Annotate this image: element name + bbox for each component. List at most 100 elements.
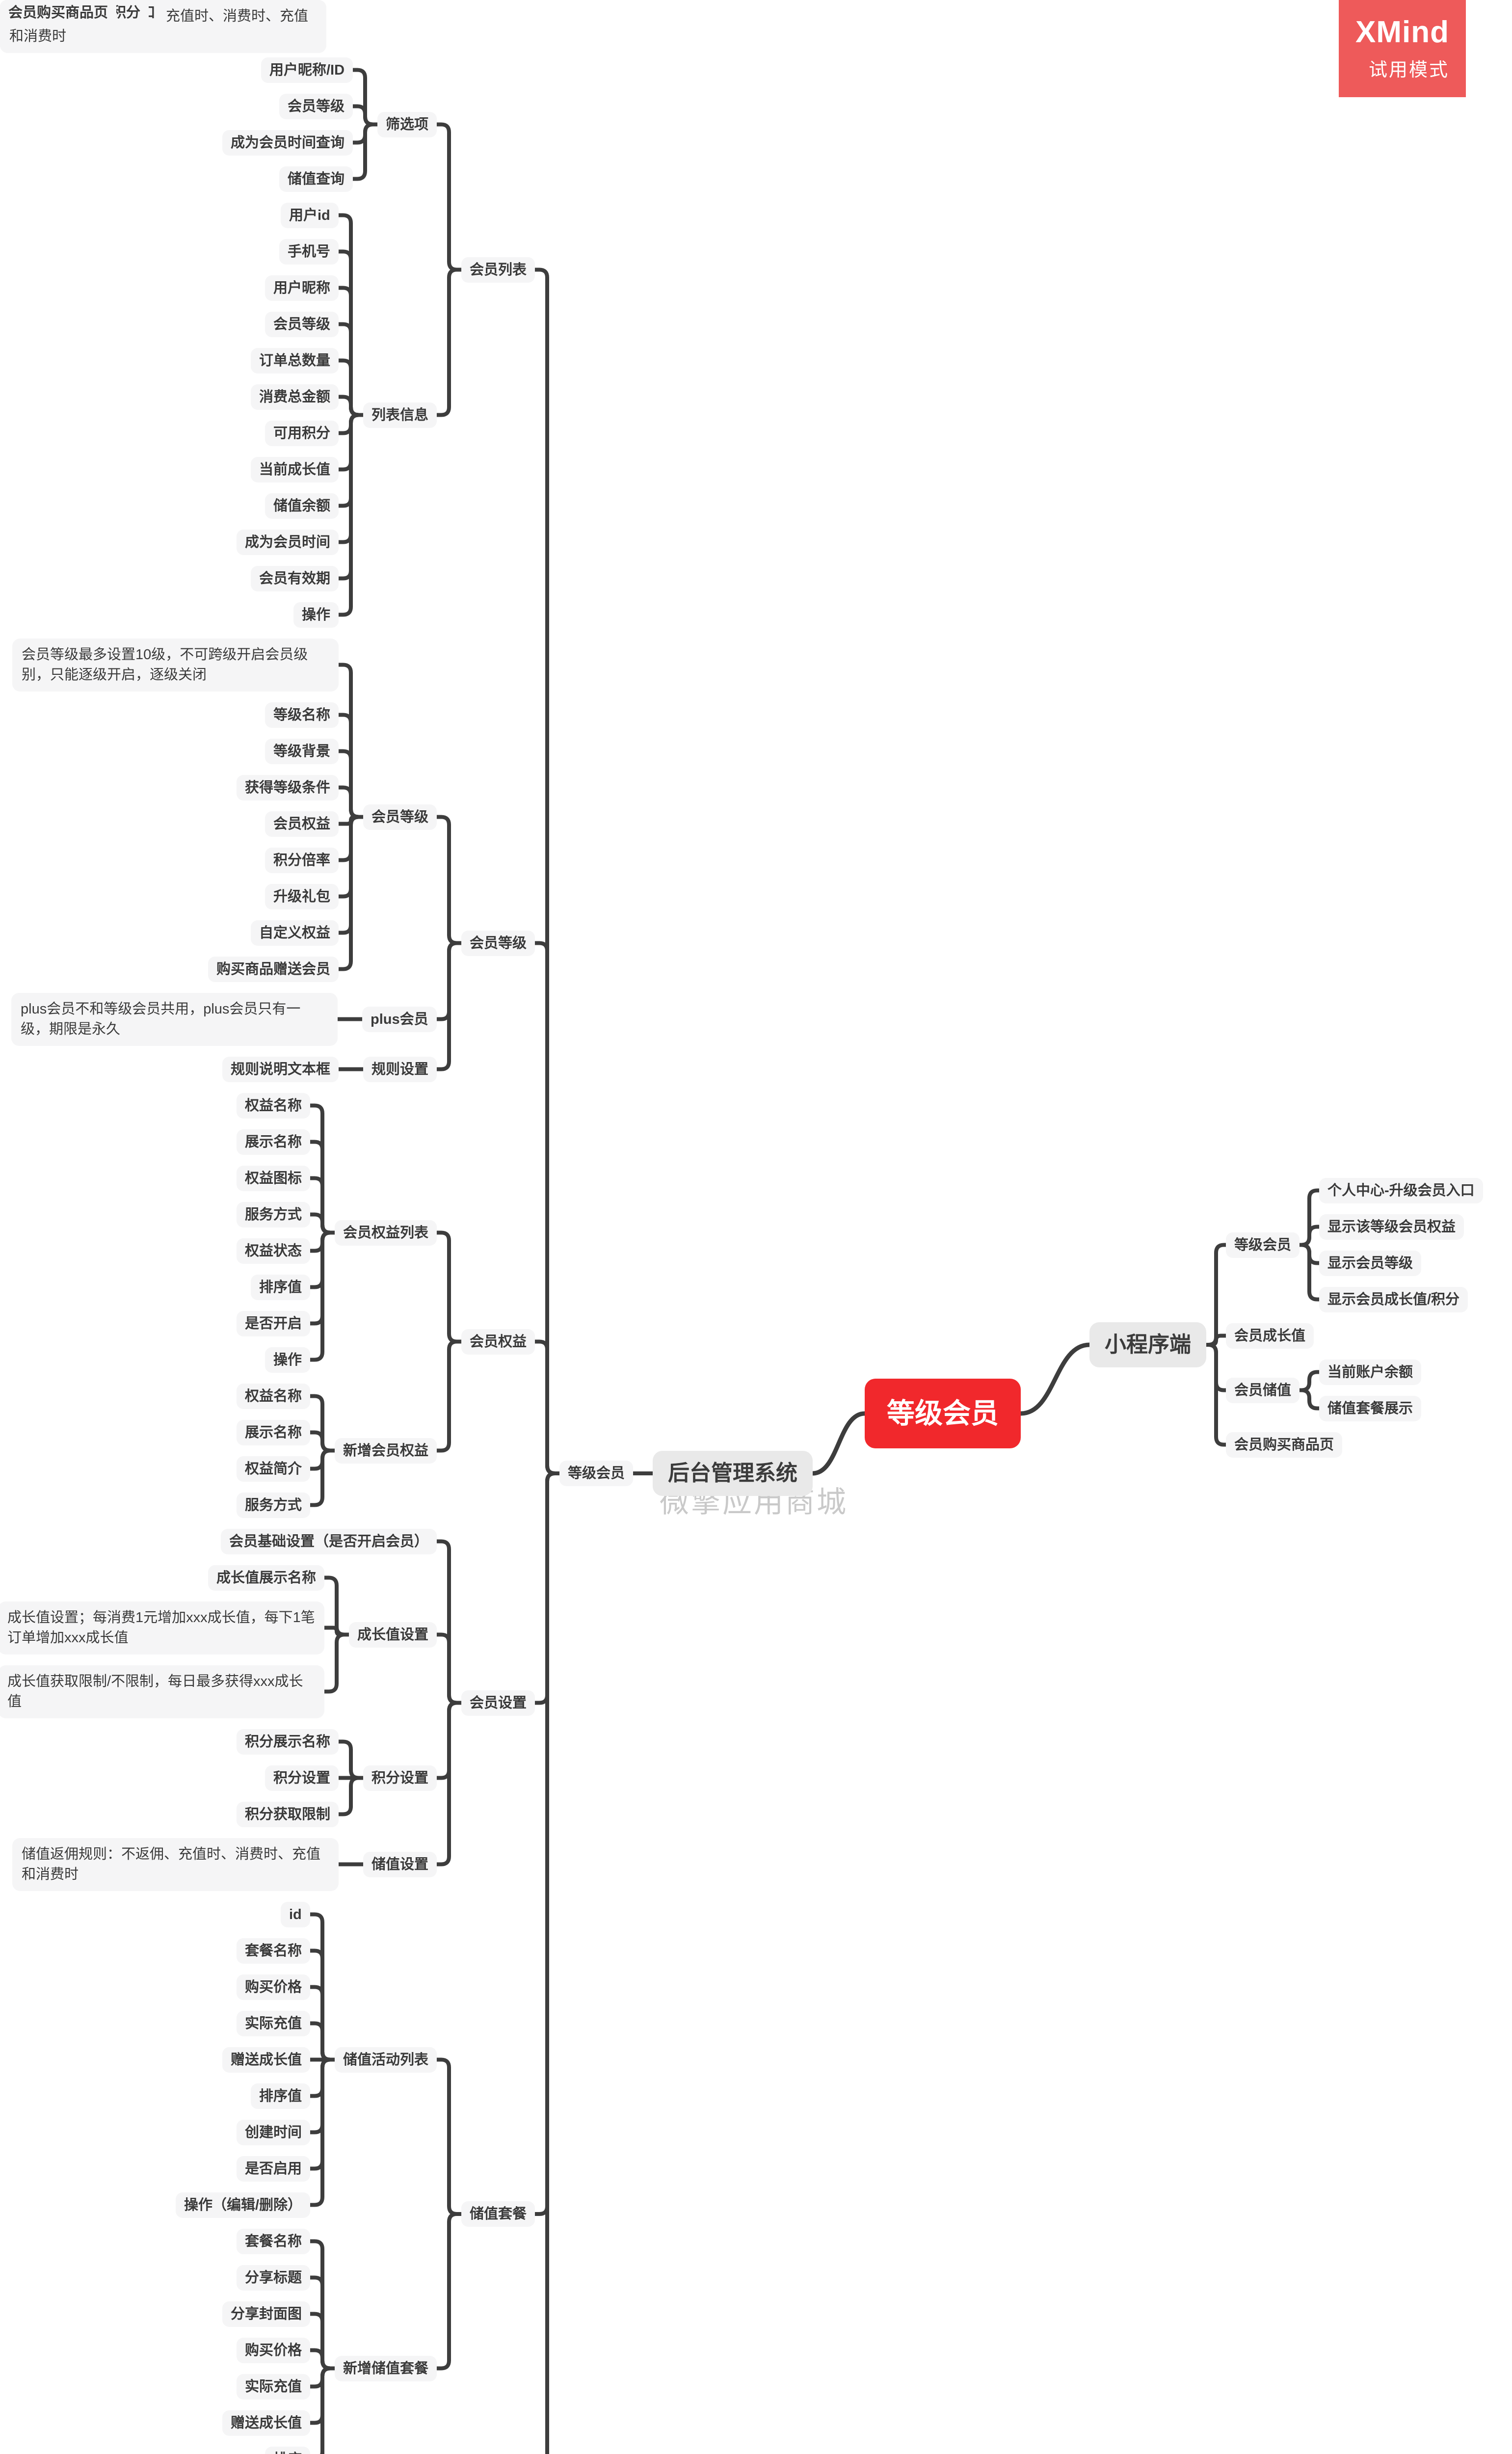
topic[interactable]: 操作 [293, 602, 339, 628]
topic[interactable]: 创建时间 [237, 2120, 311, 2145]
topic[interactable]: 订单总数量 [251, 348, 339, 373]
topic[interactable]: 用户id [281, 203, 339, 228]
topic[interactable]: 储值活动列表 [335, 2047, 437, 2073]
topic[interactable]: 新增储值套餐 [335, 2356, 437, 2381]
topic[interactable]: 积分展示名称 [237, 1729, 339, 1755]
topic[interactable]: 成长值设置 [349, 1622, 437, 1648]
topic[interactable]: 分享标题 [237, 2265, 311, 2291]
note-topic[interactable]: 储值返佣规则：不返佣、充值时、消费时、充值和消费时 [12, 1838, 339, 1891]
topic[interactable]: 操作（编辑/删除） [176, 2192, 311, 2218]
topic[interactable]: 会员等级 [279, 94, 353, 119]
topic[interactable]: 消费总金额 [251, 384, 339, 410]
topic[interactable]: 分享封面图 [222, 2301, 311, 2327]
topic[interactable]: 排序值 [251, 2083, 311, 2109]
topic[interactable]: 用户昵称 [265, 275, 339, 301]
topic[interactable]: 储值设置 [363, 1852, 437, 1877]
topic[interactable]: 成长值展示名称 [208, 1565, 325, 1591]
topic[interactable]: 套餐名称 [237, 1938, 311, 1964]
topic[interactable]: 显示会员成长值/积分 [1319, 1287, 1468, 1312]
note-topic[interactable]: 成长值设置；每消费1元增加xxx成长值，每下1笔订单增加xxx成长值 [0, 1601, 324, 1654]
topic[interactable]: 权益状态 [237, 1238, 311, 1264]
topic[interactable]: 成为会员时间查询 [222, 130, 353, 156]
topic[interactable]: 显示该等级会员权益 [1319, 1214, 1464, 1240]
topic[interactable]: 赠送成长值 [222, 2410, 311, 2436]
topic[interactable]: plus会员 [362, 1007, 437, 1032]
topic[interactable]: 规则设置 [363, 1057, 437, 1082]
topic[interactable]: 储值套餐展示 [1319, 1396, 1422, 1421]
topic[interactable]: 当前成长值 [251, 457, 339, 482]
topic[interactable]: 积分倍率 [265, 848, 339, 873]
topic[interactable]: 排序值 [251, 1275, 311, 1300]
topic[interactable]: id [281, 1902, 310, 1927]
branch-topic[interactable]: 储值套餐 [461, 2201, 535, 2227]
topic[interactable]: 积分设置 [265, 1765, 339, 1791]
topic[interactable]: 展示名称 [237, 1129, 311, 1155]
topic[interactable]: 新增会员权益 [335, 1438, 437, 1464]
topic[interactable]: 是否启用 [237, 2156, 311, 2182]
topic[interactable]: 获得等级条件 [237, 775, 339, 800]
topic[interactable]: 会员权益列表 [335, 1220, 437, 1246]
branch-topic[interactable]: 会员设置 [461, 1690, 535, 1716]
topic[interactable]: 当前账户余额 [1319, 1360, 1422, 1385]
topic[interactable]: 用户昵称/ID [261, 57, 353, 83]
topic[interactable]: 储值查询 [279, 166, 353, 192]
topic[interactable]: 会员基础设置（是否开启会员） [221, 1529, 437, 1554]
topic[interactable]: 可用积分 [265, 421, 339, 446]
topic[interactable]: 实际充值 [237, 2374, 311, 2400]
topic[interactable]: 赠送成长值 [222, 2047, 311, 2073]
topic[interactable]: 会员有效期 [251, 566, 339, 591]
topic[interactable]: 列表信息 [363, 402, 437, 428]
topic[interactable]: 会员等级 [265, 312, 339, 337]
branch-topic[interactable]: 会员储值 [1226, 1378, 1300, 1403]
topic[interactable]: 会员权益 [265, 811, 339, 837]
topic[interactable]: 筛选项 [377, 112, 437, 137]
topic[interactable]: 排序 [265, 2447, 311, 2454]
topic[interactable]: 权益名称 [237, 1093, 311, 1119]
note-topic[interactable]: 成长值获取限制/不限制，每日最多获得xxx成长值 [0, 1665, 324, 1718]
note-topic[interactable]: plus会员不和等级会员共用，plus会员只有一级，期限是永久 [11, 993, 338, 1046]
topic[interactable]: 展示名称 [237, 1420, 311, 1445]
branch-topic[interactable]: 会员权益 [461, 1329, 535, 1355]
topic[interactable]: 显示会员等级 [1319, 1251, 1422, 1276]
connector [1298, 1243, 1321, 1302]
topic[interactable]: 购买价格 [237, 1974, 311, 2000]
note-topic[interactable]: 会员等级最多设置10级，不可跨级开启会员级别，只能逐级开启，逐级关闭 [12, 639, 339, 692]
topic[interactable]: 会员等级 [363, 804, 437, 830]
branch-topic[interactable]: 会员购买商品页 [1226, 1432, 1343, 1458]
topic[interactable]: 自定义权益 [251, 920, 339, 946]
topic[interactable]: 升级礼包 [265, 884, 339, 909]
topic[interactable]: 套餐名称 [237, 2229, 311, 2254]
central-topic[interactable]: 等级会员 [865, 1379, 1021, 1448]
main-topic[interactable]: 等级会员 [559, 1461, 634, 1486]
topic[interactable]: 权益图标 [237, 1166, 311, 1191]
connector [337, 1739, 365, 1780]
topic[interactable]: 实际充值 [237, 2011, 311, 2036]
branch-topic[interactable]: 会员列表 [461, 257, 535, 283]
connector [1298, 1370, 1321, 1392]
topic[interactable]: 会员购买商品页 [0, 0, 117, 26]
topic[interactable]: 手机号 [279, 239, 339, 265]
topic[interactable]: 成为会员时间 [237, 530, 339, 555]
branch-topic[interactable]: 等级会员 [1226, 1232, 1300, 1258]
topic[interactable]: 积分设置 [363, 1765, 437, 1791]
topic[interactable]: 服务方式 [237, 1493, 311, 1518]
topic[interactable]: 等级名称 [265, 702, 339, 728]
topic[interactable]: 储值余额 [265, 493, 339, 519]
topic[interactable]: 操作 [265, 1347, 311, 1373]
primary-topic-miniprogram[interactable]: 小程序端 [1089, 1322, 1206, 1367]
branch-topic[interactable]: 会员成长值 [1226, 1323, 1314, 1349]
topic[interactable]: 权益简介 [237, 1456, 311, 1482]
topic[interactable]: 购买价格 [237, 2338, 311, 2363]
topic[interactable]: 等级背景 [265, 739, 339, 764]
branch-topic[interactable]: 会员等级 [461, 931, 535, 956]
topic[interactable]: 个人中心-升级会员入口 [1319, 1178, 1483, 1203]
topic[interactable]: 服务方式 [237, 1202, 311, 1227]
topic[interactable]: 规则说明文本框 [222, 1057, 339, 1082]
topic[interactable]: 权益名称 [237, 1384, 311, 1409]
topic[interactable]: 购买商品赠送会员 [208, 957, 339, 982]
topic[interactable]: 积分获取限制 [237, 1802, 339, 1827]
topic[interactable]: 是否开启 [237, 1311, 311, 1336]
primary-topic-admin[interactable]: 后台管理系统 [653, 1451, 813, 1496]
